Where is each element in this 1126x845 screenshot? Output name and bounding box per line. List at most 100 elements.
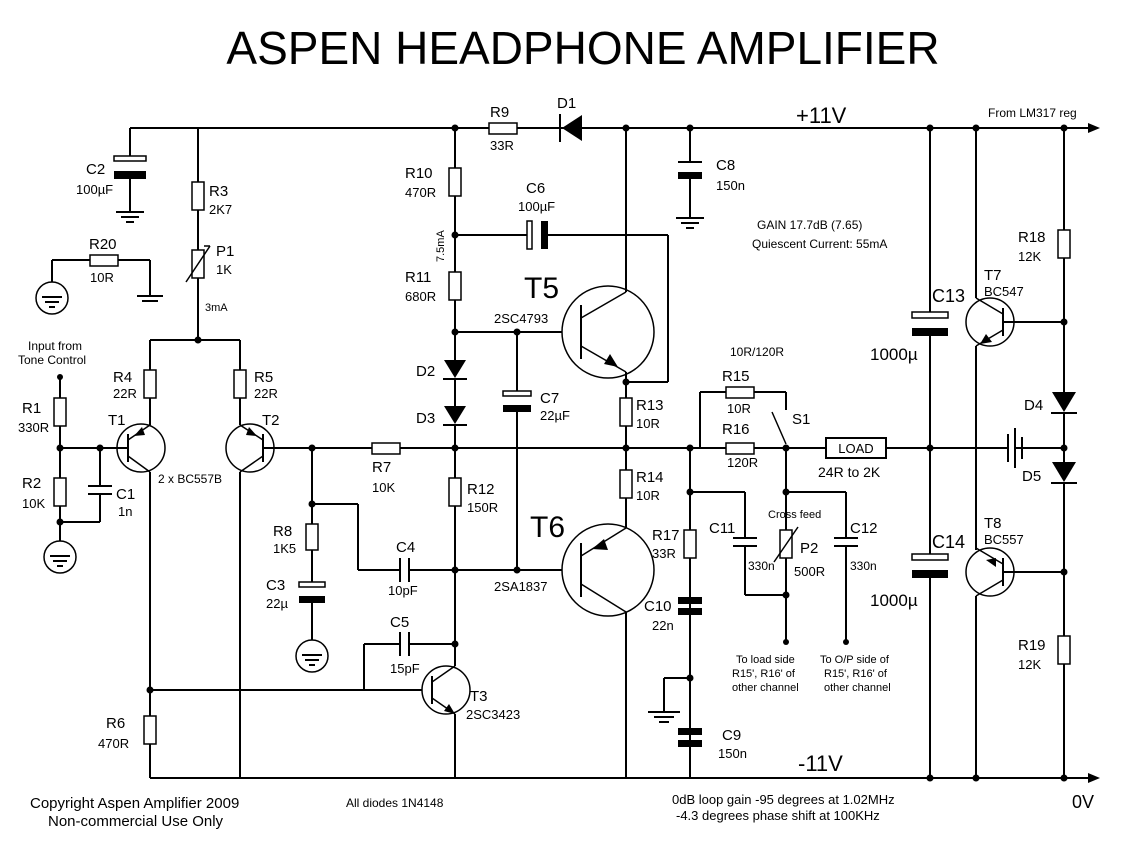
d2-ref: D2 [416, 363, 435, 380]
c1-ref: C1 [116, 486, 135, 503]
r5-ref: R5 [254, 369, 273, 386]
r14-value: 10R [636, 488, 660, 503]
c5-value: 15pF [390, 661, 420, 676]
p1-value: 1K [216, 262, 232, 277]
resistor-r3 [191, 128, 205, 250]
input-label-1: Input from [28, 339, 82, 353]
t7-ref: T7 [984, 267, 1002, 284]
r1-ref: R1 [22, 400, 41, 417]
capacitor-c2 [113, 128, 147, 223]
t5-value: 2SC4793 [494, 311, 548, 326]
c5-ref: C5 [390, 614, 409, 631]
r9-value: 33R [490, 138, 514, 153]
r18-value: 12K [1018, 249, 1041, 264]
c3-ref: C3 [266, 577, 285, 594]
page-title: ASPEN HEADPHONE AMPLIFIER [226, 22, 939, 74]
resistor-r13 [619, 397, 633, 470]
r3-value: 2K7 [209, 202, 232, 217]
gain-note: GAIN 17.7dB (7.65) [757, 218, 862, 232]
quiescent-note: Quiescent Current: 55mA [752, 237, 887, 251]
resistor-r7 [371, 442, 826, 455]
r15-r16-note: 10R/120R [730, 345, 784, 359]
resistor-r14 [619, 469, 633, 528]
load-label: LOAD [838, 441, 873, 456]
r18-ref: R18 [1018, 229, 1046, 246]
transistor-t2 [225, 423, 312, 778]
capacitor-c7 [502, 332, 532, 574]
pos-rail-label: +11V [796, 103, 847, 128]
r19-ref: R19 [1018, 637, 1046, 654]
resistor-r6 [143, 690, 157, 778]
resistor-r18 [1057, 124, 1071, 392]
c13-value: 1000µ [870, 345, 918, 364]
resistor-r9 [488, 122, 518, 135]
r11-ref: R11 [405, 269, 431, 286]
to-load-note-1: To load side [736, 654, 795, 666]
capacitor-c8 [676, 124, 704, 229]
resistor-r2 [43, 477, 100, 574]
r2-ref: R2 [22, 475, 41, 492]
d4-ref: D4 [1024, 397, 1043, 414]
r10-value: 470R [405, 185, 436, 200]
r5-value: 22R [254, 386, 278, 401]
c2-value: 100µF [76, 182, 113, 197]
c2-ref: C2 [86, 161, 105, 178]
to-load-note-3: other channel [732, 682, 799, 694]
loop-gain-note-1: 0dB loop gain -95 degrees at 1.02MHz [672, 792, 895, 807]
pair-label: 2 x BC557B [158, 472, 222, 486]
r17-ref: R17 [652, 527, 680, 544]
capacitor-c5 [363, 632, 455, 690]
resistor-r19 [1057, 635, 1071, 782]
r1-value: 330R [18, 420, 49, 435]
potentiometer-p1 [185, 245, 211, 340]
resistor-r5 [233, 340, 247, 425]
diode-d3 [443, 406, 467, 478]
c12-ref: C12 [850, 520, 878, 537]
switch-s1[interactable] [771, 411, 790, 452]
regulator-label: From LM317 reg [988, 106, 1077, 120]
resistor-r12 [448, 444, 462, 666]
d5-ref: D5 [1022, 468, 1041, 485]
transistor-t7 [965, 124, 1064, 550]
c6-ref: C6 [526, 180, 545, 197]
r20-ref: R20 [89, 236, 117, 253]
diode-d2 [443, 360, 467, 406]
p2-value: 500R [794, 564, 825, 579]
transistor-t3 [421, 665, 471, 778]
transistor-t1 [104, 423, 166, 690]
r16-value: 120R [727, 455, 758, 470]
capacitor-c10 [678, 597, 702, 615]
c6-value: 100µF [518, 199, 555, 214]
r10-ref: R10 [405, 165, 433, 182]
c7-ref: C7 [540, 390, 559, 407]
capacitor-c6 [455, 220, 669, 383]
transistor-t8 [965, 547, 1064, 782]
capacitor-c3 [295, 581, 329, 673]
t2-ref: T2 [262, 412, 280, 429]
c3-value: 22µ [266, 596, 288, 611]
r20-value: 10R [90, 270, 114, 285]
resistor-r11 [448, 271, 462, 360]
c13-ref: C13 [932, 286, 965, 306]
resistor-r4 [143, 340, 157, 425]
c12-value: 330n [850, 559, 877, 573]
crossfeed-network [686, 448, 858, 645]
s1-ref: S1 [792, 411, 810, 428]
resistor-r8 [305, 448, 359, 582]
c14-value: 1000µ [870, 591, 918, 610]
capacitor-c9 [648, 674, 702, 747]
t1-ref: T1 [108, 412, 126, 429]
transistor-t6 [561, 523, 655, 778]
crossfeed-label: Cross feed [768, 509, 821, 521]
t6-ref: T6 [530, 511, 565, 544]
r6-ref: R6 [106, 715, 125, 732]
c11-value: 330n [748, 559, 775, 573]
r12-ref: R12 [467, 481, 495, 498]
capacitor-c13 [911, 124, 949, 554]
load-box: LOAD [825, 437, 1008, 459]
t3-value: 2SC3423 [466, 707, 520, 722]
c9-ref: C9 [722, 727, 741, 744]
c1-value: 1n [118, 504, 132, 519]
t6-value: 2SA1837 [494, 579, 548, 594]
c8-ref: C8 [716, 157, 735, 174]
